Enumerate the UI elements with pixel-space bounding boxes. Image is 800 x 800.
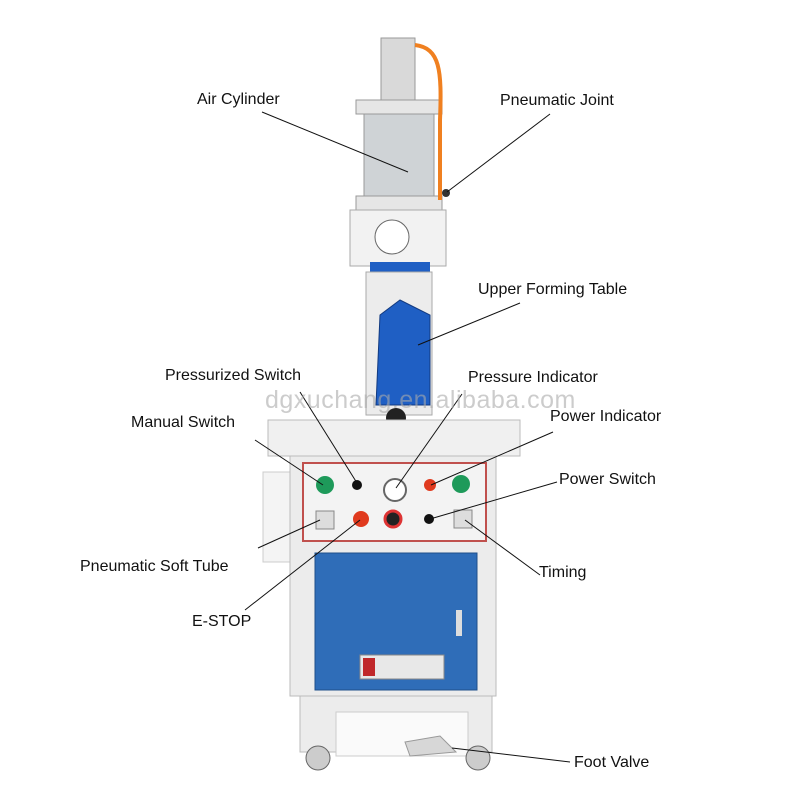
- label-upper-forming-table: Upper Forming Table: [478, 281, 628, 298]
- label-foot-valve: Foot Valve: [574, 754, 650, 771]
- label-power-switch: Power Switch: [559, 471, 656, 488]
- cylinder-rod: [380, 37, 416, 105]
- label-power-indicator: Power Indicator: [550, 408, 662, 425]
- label-pressurized-switch: Pressurized Switch: [165, 367, 302, 384]
- label-pressure-indicator: Pressure Indicator: [468, 369, 598, 386]
- door-lock: [456, 610, 462, 636]
- label-pneumatic-joint: Pneumatic Joint: [500, 92, 614, 109]
- pneumatic-hose: [414, 43, 443, 200]
- timing-knob: [453, 509, 473, 529]
- air-cylinder: [363, 113, 435, 199]
- e-stop-button: [353, 511, 369, 527]
- watermark: dgxuchang.en.alibaba.com: [265, 386, 576, 414]
- power-indicator: [424, 479, 436, 491]
- soft-tube-connector: [315, 510, 335, 530]
- pressurized-switch: [352, 480, 362, 490]
- label-pneumatic-soft-tube: Pneumatic Soft Tube: [80, 558, 229, 575]
- label-e-stop: E-STOP: [192, 613, 252, 630]
- pressure-gauge: [383, 478, 407, 502]
- worktable: [267, 419, 521, 457]
- label-manual-switch: Manual Switch: [131, 414, 236, 431]
- power-switch: [424, 514, 434, 524]
- label-air-cylinder: Air Cylinder: [197, 91, 280, 108]
- logo-seal: [374, 219, 410, 255]
- leader-lines: [244, 111, 571, 763]
- green-button: [452, 475, 470, 493]
- manual-switch: [316, 476, 334, 494]
- foot-valve: [404, 735, 458, 757]
- upper-forming-table: [375, 299, 431, 406]
- red-ring-button: [383, 509, 403, 529]
- wheel-left: [305, 745, 331, 771]
- label-timing: Timing: [539, 564, 587, 581]
